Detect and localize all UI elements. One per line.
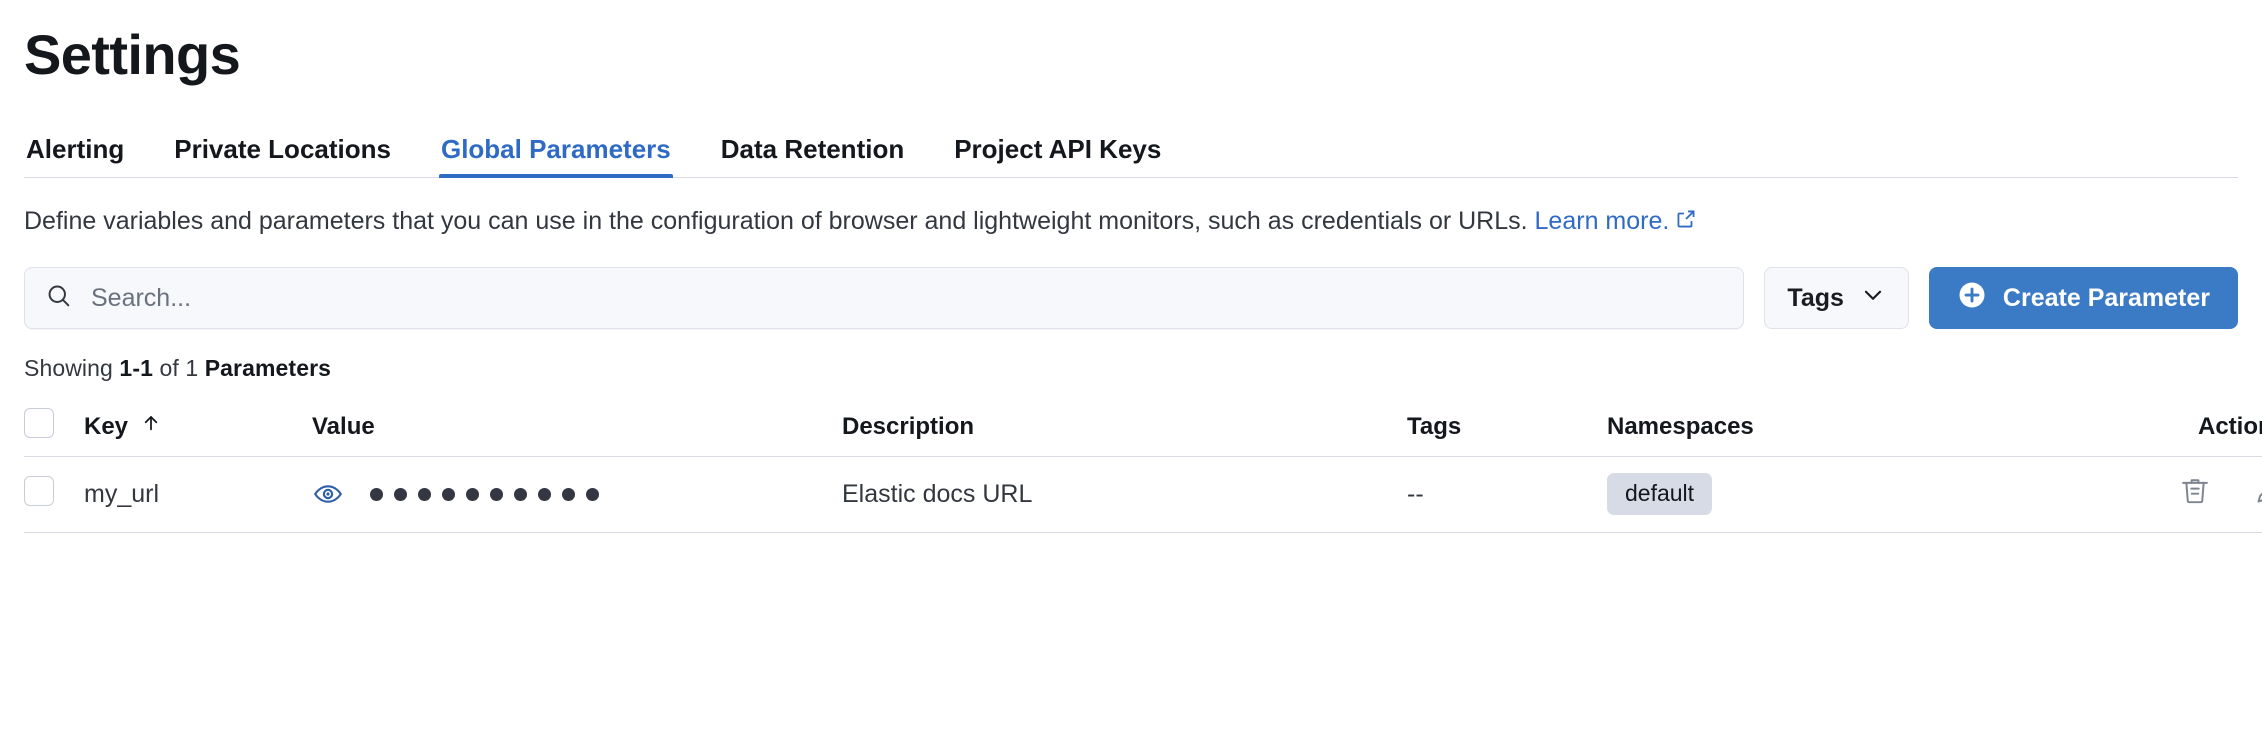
row-select-cell <box>24 456 84 533</box>
row-actions <box>2057 456 2262 533</box>
row-description: Elastic docs URL <box>842 456 1407 533</box>
create-parameter-button[interactable]: Create Parameter <box>1928 267 2238 330</box>
mask-dot <box>562 487 575 501</box>
learn-more-label: Learn more. <box>1534 207 1670 236</box>
mask-dot <box>514 487 527 501</box>
table-header: Key Value Description Tags Namespaces Ac… <box>24 398 2262 457</box>
search-field[interactable] <box>24 267 1745 330</box>
column-header-key-label: Key <box>84 412 129 440</box>
mask-dot <box>370 487 383 501</box>
select-all-header <box>24 398 84 457</box>
column-header-actions: Actions <box>2057 398 2262 457</box>
tab-label: Data Retention <box>720 134 905 165</box>
tags-filter-button[interactable]: Tags <box>1764 267 1909 330</box>
arrow-up-icon <box>140 412 162 441</box>
column-header-key[interactable]: Key <box>84 398 312 457</box>
eye-icon[interactable] <box>312 478 344 510</box>
tab-private-locations[interactable]: Private Locations <box>172 136 393 177</box>
showing-range: 1-1 <box>119 355 153 382</box>
list-controls: Tags Create Parameter <box>24 267 2238 330</box>
select-all-checkbox[interactable] <box>24 408 54 439</box>
mask-dot <box>586 487 599 501</box>
masked-value <box>370 487 599 501</box>
column-header-namespaces: Namespaces <box>1607 398 2057 457</box>
description-text: Define variables and parameters that you… <box>24 207 1535 236</box>
tab-label: Alerting <box>26 134 125 165</box>
plus-circle-icon <box>1957 280 1987 317</box>
mask-dot <box>418 487 431 501</box>
row-checkbox[interactable] <box>24 475 54 506</box>
column-header-description: Description <box>842 398 1407 457</box>
parameters-table: Key Value Description Tags Namespaces Ac… <box>24 398 2262 533</box>
table-body: my_url <box>24 456 2262 533</box>
search-input[interactable] <box>89 268 1724 329</box>
settings-tabs: Alerting Private Locations Global Parame… <box>24 118 2238 179</box>
tags-filter-label: Tags <box>1787 283 1844 312</box>
mask-dot <box>466 487 479 501</box>
tab-alerting[interactable]: Alerting <box>24 136 126 177</box>
learn-more-link[interactable]: Learn more. <box>1535 207 1670 235</box>
row-tags: -- <box>1407 456 1607 533</box>
tab-data-retention[interactable]: Data Retention <box>719 136 906 177</box>
tab-global-parameters[interactable]: Global Parameters <box>438 134 673 179</box>
showing-prefix: Showing <box>24 355 120 382</box>
table-header-row: Key Value Description Tags Namespaces Ac… <box>24 398 2262 457</box>
column-header-value: Value <box>312 398 842 457</box>
trash-icon[interactable] <box>2178 474 2212 508</box>
tab-label: Global Parameters <box>440 134 671 165</box>
mask-dot <box>490 487 503 501</box>
mask-dot <box>538 487 551 501</box>
row-namespaces: default <box>1607 456 2057 533</box>
mask-dot <box>394 487 407 501</box>
page-description: Define variables and parameters that you… <box>24 204 2238 239</box>
status-badge: default <box>1607 473 1713 515</box>
table-row: my_url <box>24 456 2262 533</box>
row-value-cell <box>312 456 842 533</box>
showing-middle: of 1 <box>152 355 205 382</box>
external-link-icon <box>1675 205 1697 239</box>
showing-suffix: Parameters <box>204 355 332 382</box>
results-count: Showing 1-1 of 1 Parameters <box>24 355 2238 382</box>
tab-label: Project API Keys <box>954 134 1162 165</box>
create-parameter-label: Create Parameter <box>2002 283 2210 312</box>
search-icon <box>45 282 73 315</box>
page-title: Settings <box>24 23 241 86</box>
mask-dot <box>442 487 455 501</box>
tab-label: Private Locations <box>174 134 391 165</box>
column-header-tags: Tags <box>1407 398 1607 457</box>
row-key: my_url <box>84 456 312 533</box>
pencil-icon[interactable] <box>2252 474 2262 508</box>
tab-project-api-keys[interactable]: Project API Keys <box>952 136 1163 177</box>
chevron-down-icon <box>1860 282 1886 315</box>
